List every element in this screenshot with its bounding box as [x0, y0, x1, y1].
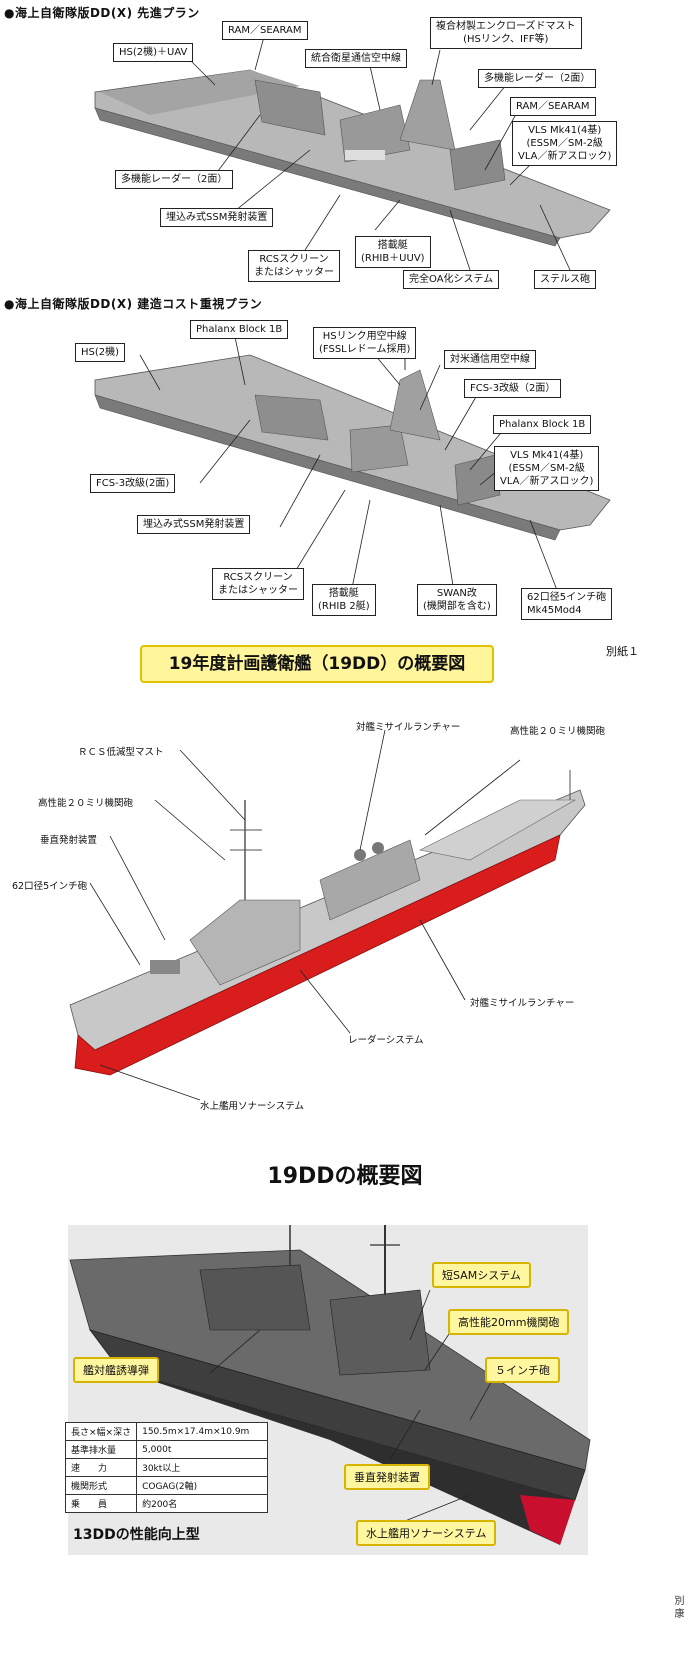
19dd-ship — [69, 770, 586, 1076]
label-embedded-ssm-2: 埋込み式SSM発射装置 — [137, 515, 251, 534]
spec-key: 乗 員 — [64, 1494, 138, 1513]
spec-value: COGAG(2軸) — [136, 1476, 269, 1495]
label-vls-advanced: VLS Mk41(4基) (ESSM／SM-2級 VLA／新アスロック) — [512, 121, 618, 166]
spec-value: 5,000t — [136, 1440, 269, 1459]
label-full-oa-system: 完全OA化システム — [403, 270, 500, 289]
label-rcs-low-mast: ＲＣＳ低減型マスト — [78, 747, 164, 758]
label-5inch-gun-13dd: ５インチ砲 — [485, 1357, 560, 1383]
label-hs-link-antenna: HSリンク用空中線 (FSSLレドーム採用) — [313, 327, 417, 359]
label-sonar-19dd: 水上艦用ソナーシステム — [200, 1101, 305, 1112]
label-fcs3-right: FCS-3改級（2面） — [464, 379, 562, 398]
banner-19dd-overview: 19年度計画護衛艦（19DD）の概要図 — [140, 645, 494, 683]
label-asm-launcher-right: 対艦ミサイルランチャー — [470, 998, 575, 1009]
label-hs-2: HS(2機) — [75, 343, 126, 362]
label-anti-ship-missile: 艦対艦誘導弾 — [73, 1357, 159, 1383]
label-stealth-gun: ステルス砲 — [534, 270, 596, 289]
label-boats-rhib-uuv: 搭載艇 (RHIB＋UUV) — [355, 236, 431, 268]
label-boats-rhib: 搭載艇 (RHIB 2艇) — [312, 584, 376, 616]
label-ciws-left: 高性能２０ミリ機関砲 — [38, 798, 134, 809]
spec-row: 乗 員約200名 — [64, 1494, 269, 1513]
label-swan-kai: SWAN改 (機関部を含む) — [417, 584, 497, 616]
label-sonar-13dd: 水上艦用ソナーシステム — [356, 1520, 497, 1546]
label-multifunction-radar-right: 多機能レーダー（2面） — [478, 69, 597, 88]
label-fcs3-left: FCS-3改級(2面) — [90, 474, 176, 493]
label-vertical-launch: 垂直発射装置 — [40, 835, 98, 846]
label-radar-system: レーダーシステム — [348, 1035, 424, 1046]
label-ciws-right: 高性能２０ミリ機関砲 — [510, 726, 606, 737]
label-ram-searam-right: RAM／SEARAM — [510, 97, 596, 116]
spec-value: 約200名 — [136, 1494, 269, 1513]
label-satcom-antenna: 統合衛星通信空中線 — [305, 49, 407, 68]
label-embedded-ssm: 埋込み式SSM発射装置 — [160, 208, 274, 227]
title-19dd-overview: 19DDの概要図 — [267, 1164, 423, 1189]
label-short-sam: 短SAMシステム — [432, 1262, 531, 1288]
label-vls-cost: VLS Mk41(4基) (ESSM／SM-2級 VLA／新アスロック) — [494, 446, 600, 491]
spec-key: 機関形式 — [64, 1476, 138, 1495]
label-us-comm-antenna: 対米通信用空中線 — [444, 350, 536, 369]
spec-key: 長さ×幅×深さ — [64, 1422, 138, 1441]
attachment-label: 別紙１ — [606, 645, 639, 658]
label-rcs-screen-1: RCSスクリーン またはシャッター — [248, 250, 340, 282]
title-13dd-upgrade: 13DDの性能向上型 — [73, 1527, 200, 1543]
ddx-cost-ship — [94, 340, 611, 541]
label-phalanx-right: Phalanx Block 1B — [493, 415, 592, 434]
label-5inch-gun-19dd: 62口径5インチ砲 — [12, 881, 88, 892]
section2-header: ●海上自衛隊版DD(X) 建造コスト重視プラン — [4, 297, 263, 311]
label-phalanx-top: Phalanx Block 1B — [190, 320, 289, 339]
ddx-advanced-ship — [94, 69, 611, 247]
label-vls-13dd: 垂直発射装置 — [344, 1464, 430, 1490]
spec-key: 基準排水量 — [64, 1440, 138, 1459]
label-asm-launcher-top: 対艦ミサイルランチャー — [356, 722, 461, 733]
label-rcs-screen-2: RCSスクリーン またはシャッター — [212, 568, 304, 600]
spec-key: 速 力 — [64, 1458, 138, 1477]
side-note: 別 康 — [672, 1595, 683, 1619]
spec-value: 150.5m×17.4m×10.9m — [136, 1422, 269, 1441]
label-ram-searam-top: RAM／SEARAM — [222, 21, 308, 40]
label-20mm-ciws: 高性能20mm機関砲 — [448, 1309, 570, 1335]
label-62cal-5inch-mk45: 62口径5インチ砲 Mk45Mod4 — [521, 588, 613, 620]
label-hs-uav: HS(2機)＋UAV — [113, 43, 194, 62]
label-composite-mast: 複合材製エンクローズドマスト (HSリンク、IFF等) — [430, 17, 582, 49]
spec-value: 30kt以上 — [136, 1458, 269, 1477]
label-multifunction-radar-left: 多機能レーダー（2面） — [115, 170, 234, 189]
section1-header: ●海上自衛隊版DD(X) 先進プラン — [4, 6, 200, 20]
